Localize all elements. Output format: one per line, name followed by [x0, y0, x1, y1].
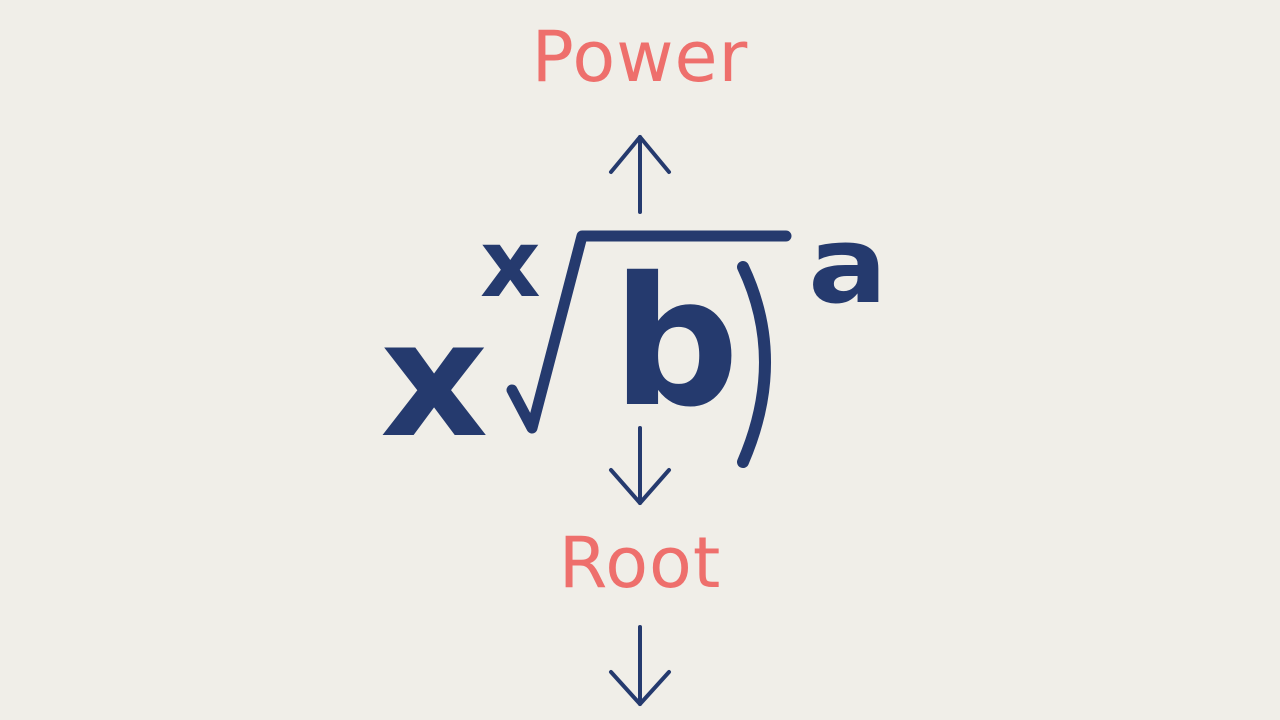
- arrow-down-icon-lower: [609, 625, 671, 706]
- label-root: Root: [558, 522, 722, 604]
- closing-parenthesis-icon: [737, 261, 771, 468]
- base-variable-x: x: [380, 286, 489, 473]
- arrow-up-icon: [609, 135, 671, 214]
- radical-sign-icon: [506, 230, 792, 434]
- exponent-a: a: [808, 203, 888, 328]
- radicand-b: b: [612, 239, 740, 446]
- arrow-down-icon-upper: [609, 426, 671, 505]
- label-power: Power: [531, 16, 749, 98]
- root-index-x: x: [480, 210, 541, 319]
